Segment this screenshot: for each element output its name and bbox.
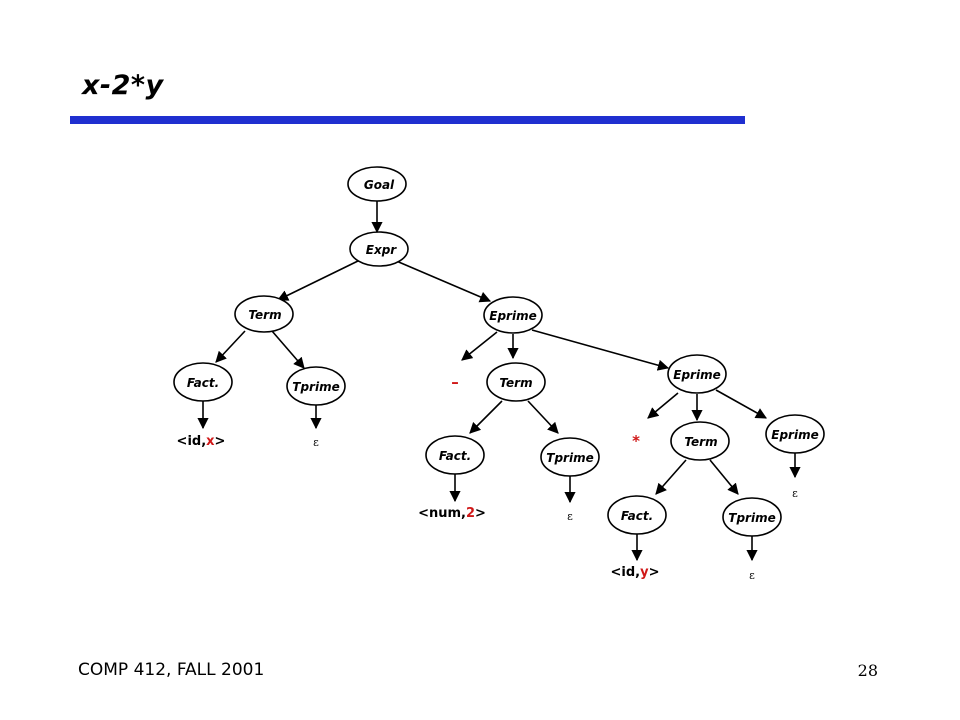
leaf-num-2-suffix: >	[475, 506, 486, 521]
edge-eprime2-times	[647, 392, 679, 419]
node-tprime-3	[722, 497, 782, 537]
edge-term-tprime	[271, 330, 305, 369]
label-term-3: Term	[684, 435, 717, 449]
label-goal: Goal	[364, 178, 395, 192]
leaf-id-y-value: y	[640, 565, 649, 580]
footer-course: COMP 412, FALL 2001	[78, 660, 265, 680]
leaf-id-y-prefix: <id,	[611, 565, 641, 580]
leaf-id-x-prefix: <id,	[177, 434, 207, 449]
tree-edges	[197, 200, 801, 562]
edge-term-fact	[215, 330, 246, 363]
edge-expr-eprime	[393, 259, 492, 303]
leaf-id-y-suffix: >	[649, 565, 660, 580]
label-fact-2: Fact.	[439, 449, 471, 463]
leaf-num-2-value: 2	[466, 506, 475, 521]
leaf-id-x-suffix: >	[215, 434, 226, 449]
epsilon-leaf-4: ε	[749, 569, 755, 582]
leaf-num-2-prefix: <num,	[418, 506, 466, 521]
edge-term3-tprime	[709, 459, 739, 495]
page-number: 28	[857, 661, 878, 680]
edge-term2-tprime	[527, 400, 559, 434]
label-tprime-1: Tprime	[292, 380, 339, 394]
title-underline	[70, 116, 745, 124]
epsilon-leaf-2: ε	[567, 510, 573, 523]
edge-term2-fact	[469, 400, 503, 434]
label-expr: Expr	[366, 243, 398, 257]
node-term-2	[486, 362, 546, 402]
label-eprime-3: Eprime	[771, 428, 818, 442]
operator-minus: –	[451, 373, 459, 391]
node-term-3	[670, 421, 730, 461]
epsilon-leaf-3: ε	[792, 487, 798, 500]
tree-node-labels: Goal Expr Term Eprime Fact. Tprime Term …	[187, 178, 819, 525]
node-expr	[349, 231, 409, 267]
node-eprime-3	[765, 414, 825, 454]
edge-expr-term	[276, 259, 361, 301]
label-eprime-1: Eprime	[489, 309, 536, 323]
edge-eprime2-eprime	[715, 389, 767, 419]
node-tprime-1	[286, 366, 346, 406]
node-fact-1	[173, 362, 233, 402]
node-tprime-2	[540, 437, 600, 477]
slide-title: x-2*y	[82, 70, 164, 101]
label-tprime-3: Tprime	[728, 511, 775, 525]
label-term-1: Term	[248, 308, 281, 322]
node-fact-3	[607, 495, 667, 535]
node-eprime-1	[483, 296, 543, 334]
label-fact-3: Fact.	[621, 509, 653, 523]
label-term-2: Term	[499, 376, 532, 390]
label-eprime-2: Eprime	[673, 368, 720, 382]
edge-eprime-minus	[461, 331, 498, 361]
tree-nodes	[173, 166, 825, 537]
leaf-id-y: <id,y>	[611, 565, 660, 580]
leaf-id-x: <id,x>	[177, 434, 226, 449]
leaf-id-x-value: x	[206, 434, 215, 449]
node-term-1	[234, 295, 294, 333]
node-eprime-2	[667, 354, 727, 394]
operator-times: *	[632, 432, 640, 450]
epsilon-leaf-1: ε	[313, 436, 319, 449]
leaf-num-2: <num,2>	[418, 506, 486, 521]
label-fact-1: Fact.	[187, 376, 219, 390]
node-fact-2	[425, 435, 485, 475]
edge-term3-fact	[655, 459, 687, 495]
node-goal	[347, 166, 407, 202]
edge-eprime-eprime	[531, 329, 670, 371]
label-tprime-2: Tprime	[546, 451, 593, 465]
